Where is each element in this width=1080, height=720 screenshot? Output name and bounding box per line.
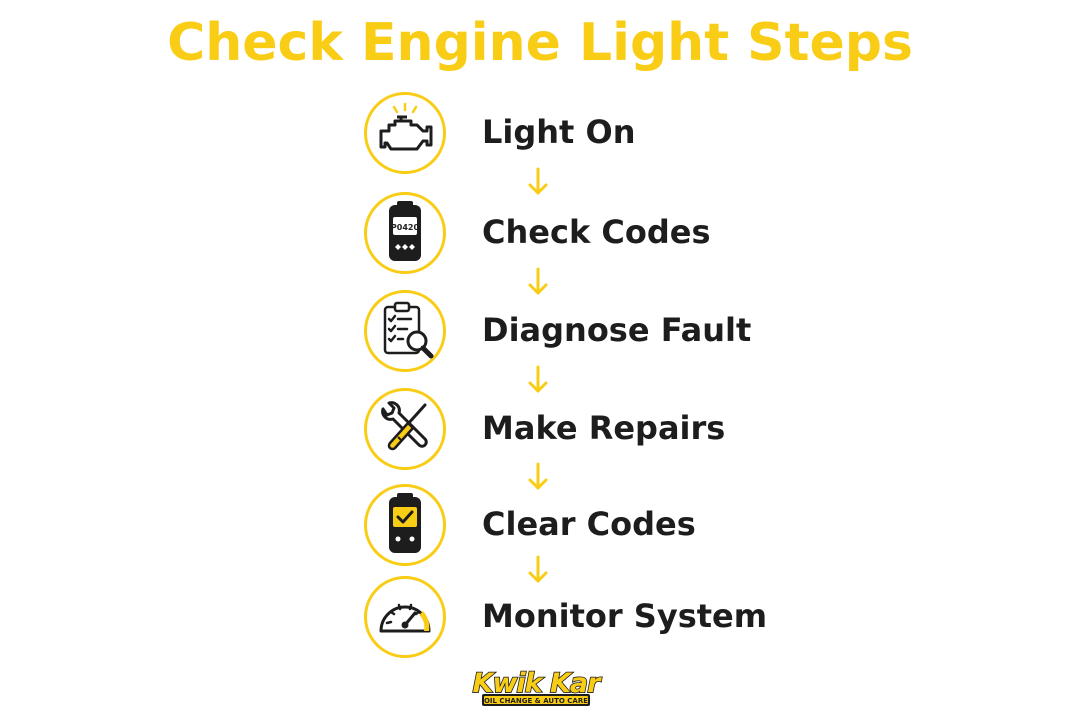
arrow-down-icon <box>527 555 549 585</box>
step-icon-circle <box>364 388 446 470</box>
step-label: Monitor System <box>482 597 768 635</box>
step-clear-codes: Clear Codes <box>360 484 820 572</box>
step-monitor-system: Monitor System <box>360 576 820 664</box>
steps-flow: Light On P0420 Check Codes <box>360 92 820 672</box>
svg-text:OIL CHANGE & AUTO CARE: OIL CHANGE & AUTO CARE <box>484 697 588 705</box>
step-check-codes: P0420 Check Codes <box>360 192 820 280</box>
step-icon-circle <box>364 484 446 566</box>
arrow-down-icon <box>527 167 549 197</box>
engine-warning-icon <box>379 102 433 151</box>
clipboard-magnifier-icon <box>383 301 434 359</box>
wrench-screwdriver-icon <box>381 401 428 451</box>
step-label: Clear Codes <box>482 505 696 543</box>
step-light-on: Light On <box>360 92 820 180</box>
scanner-checkmark-icon <box>389 493 421 553</box>
code-scanner-icon: P0420 <box>389 201 421 261</box>
page-title: Check Engine Light Steps <box>167 13 913 73</box>
step-label: Diagnose Fault <box>482 311 752 349</box>
step-icon-circle <box>364 576 446 658</box>
step-label: Check Codes <box>482 213 711 251</box>
scanner-screen-text: P0420 <box>391 223 420 232</box>
step-label: Make Repairs <box>482 409 726 447</box>
arrow-down-icon <box>527 365 549 395</box>
step-diagnose-fault: Diagnose Fault <box>360 290 820 378</box>
step-icon-circle: P0420 <box>364 192 446 274</box>
arrow-down-icon <box>527 462 549 492</box>
kwik-kar-logo: Kwik Kar OIL CHANGE & AUTO CARE <box>448 664 624 710</box>
step-label: Light On <box>482 113 636 151</box>
step-icon-circle <box>364 290 446 372</box>
arrow-down-icon <box>527 267 549 297</box>
step-icon-circle <box>364 92 446 174</box>
step-make-repairs: Make Repairs <box>360 388 820 476</box>
gauge-icon <box>379 603 431 633</box>
